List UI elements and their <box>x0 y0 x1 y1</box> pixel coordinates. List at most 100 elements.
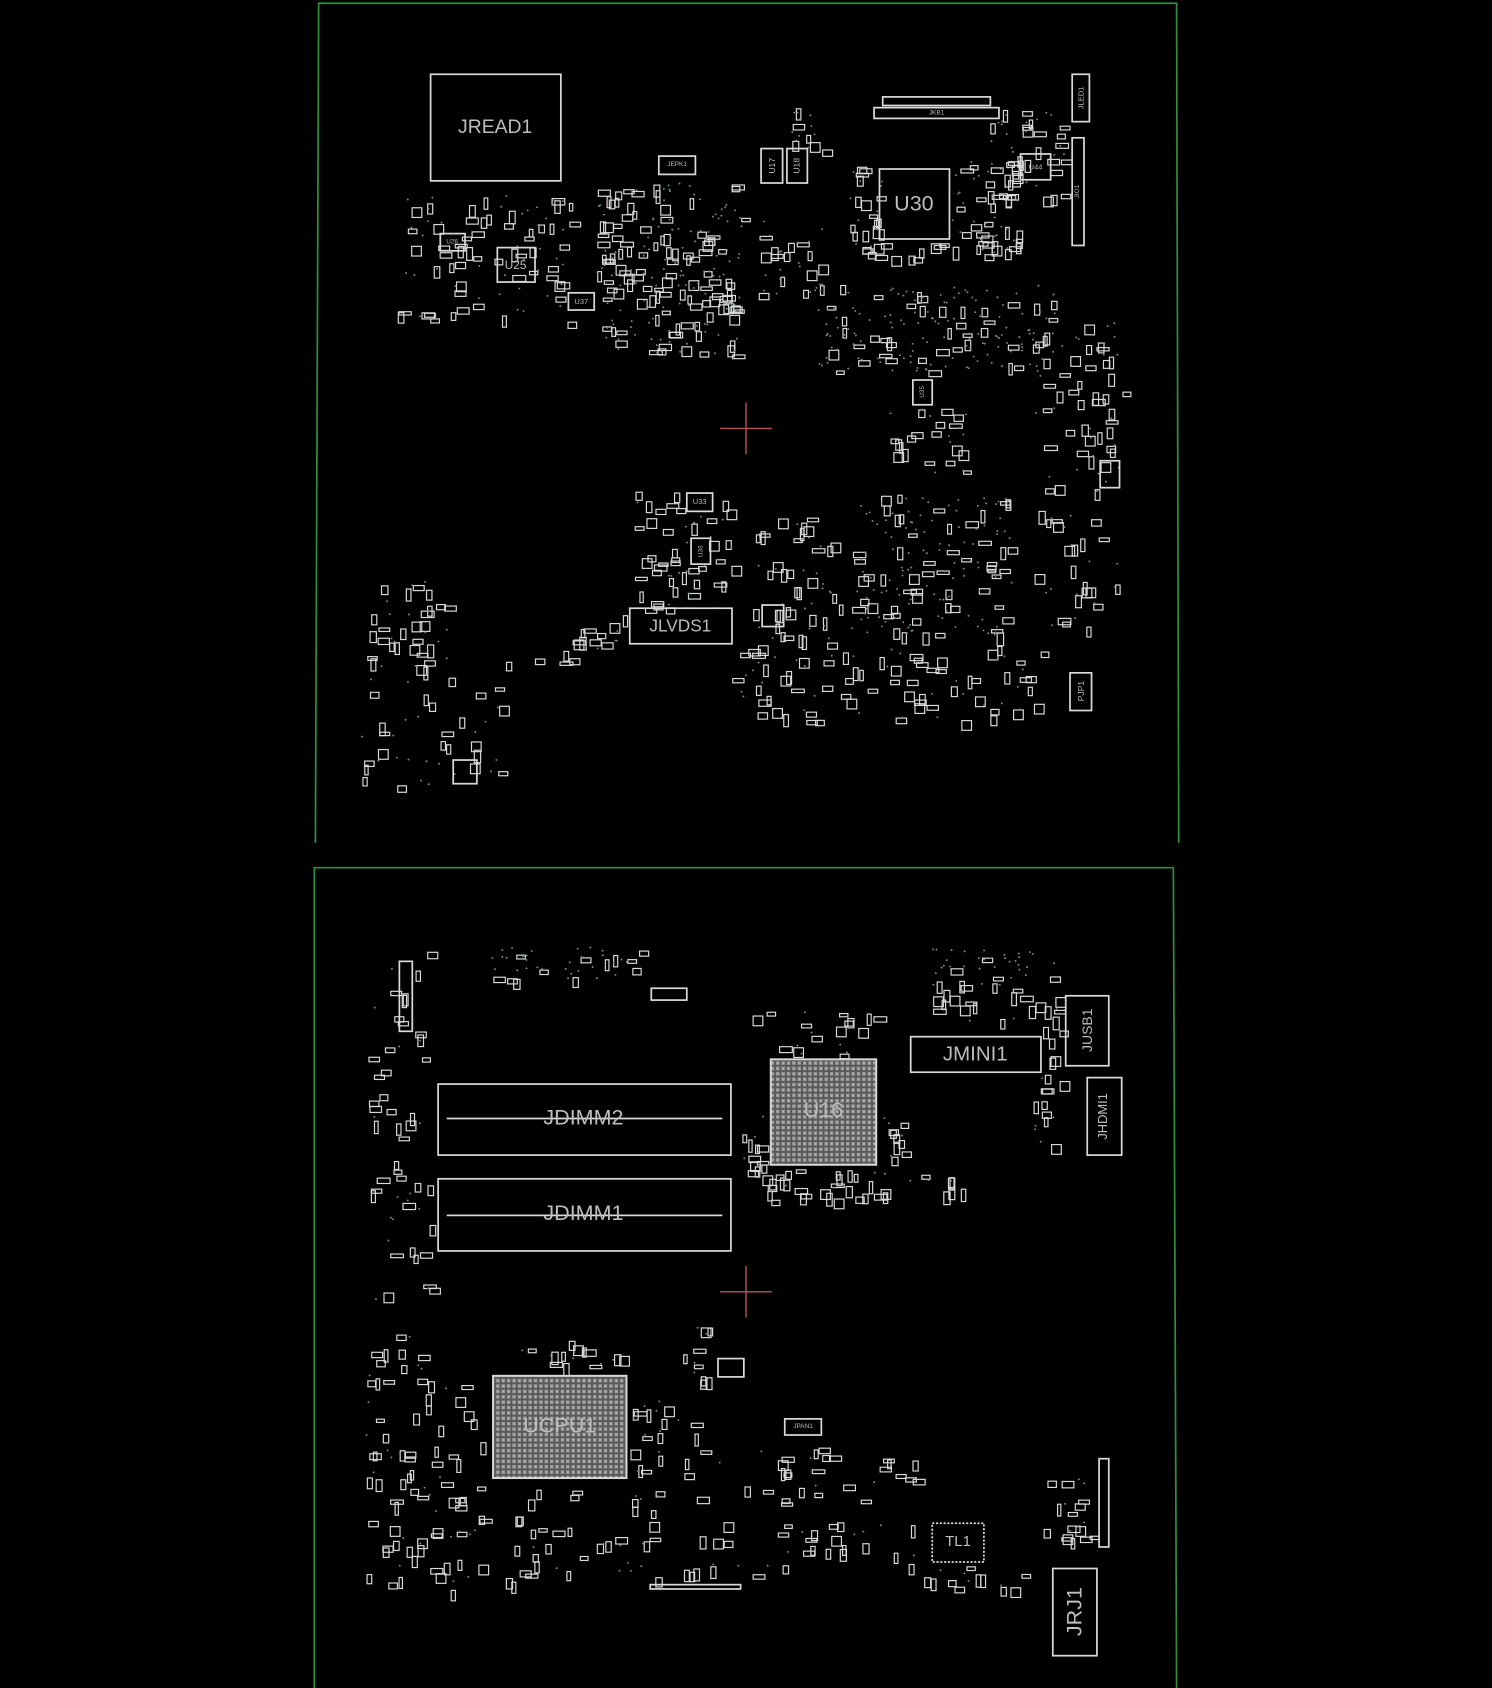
component-misc-connectors-bottom[interactable] <box>398 960 1110 1590</box>
via <box>725 204 728 206</box>
via <box>960 557 963 560</box>
smd-pad <box>918 248 925 259</box>
via <box>718 1461 721 1464</box>
smd-pad <box>443 1562 451 1576</box>
smd-pad <box>406 1473 412 1484</box>
component-jdimm2[interactable]: JDIMM2 <box>437 1083 732 1156</box>
via <box>1019 708 1022 711</box>
via <box>449 1535 452 1538</box>
component-u44[interactable]: U44 <box>1019 153 1052 181</box>
via <box>1021 346 1024 349</box>
smd-pad <box>726 282 736 290</box>
component-tl1[interactable]: TL1 <box>931 1522 985 1563</box>
component-jrj1[interactable]: JRJ1 <box>1051 1567 1098 1657</box>
smd-pad <box>665 272 678 280</box>
smd-pad <box>684 1473 696 1481</box>
smd-pad <box>1108 373 1116 387</box>
via <box>437 640 440 643</box>
via <box>819 283 821 286</box>
smd-pad <box>394 642 400 656</box>
smd-pad <box>630 1449 642 1461</box>
component-u25[interactable]: U25 <box>496 246 536 283</box>
via <box>826 361 829 364</box>
component-jepk1[interactable]: JEPK1 <box>657 155 697 176</box>
smd-pad <box>762 1489 775 1495</box>
via <box>902 357 905 360</box>
smd-pad <box>1055 142 1070 149</box>
via <box>619 1544 622 1547</box>
smd-pad <box>611 235 624 243</box>
via <box>667 574 670 577</box>
smd-pad <box>634 526 645 531</box>
via <box>962 202 965 205</box>
component-pjp1[interactable]: PJP1 <box>1069 671 1093 712</box>
via <box>857 357 860 360</box>
jio1-label: JIO1 <box>1074 184 1081 198</box>
smd-pad <box>868 214 879 219</box>
smd-pad <box>779 1046 793 1054</box>
smd-pad <box>396 1334 407 1342</box>
smd-pad <box>1108 408 1116 421</box>
via <box>970 160 973 163</box>
component-small-ic-top[interactable] <box>452 459 1121 785</box>
smd-pad <box>369 1453 382 1461</box>
component-jled1[interactable]: JLED1 <box>1071 73 1091 123</box>
component-u16[interactable]: U16 <box>769 1058 878 1166</box>
via <box>420 779 422 782</box>
smd-pad <box>828 349 840 361</box>
component-u35[interactable]: U35 <box>911 379 934 406</box>
component-jread1[interactable]: JREAD1 <box>429 73 562 182</box>
component-jmini1[interactable]: JMINI1 <box>909 1035 1042 1074</box>
smd-pad <box>835 1171 841 1181</box>
component-u18[interactable]: U18 <box>786 147 809 184</box>
component-u30[interactable]: U30 <box>878 168 951 240</box>
smd-pad <box>794 587 801 599</box>
component-jio1[interactable]: JIO1 <box>1071 136 1085 247</box>
via <box>779 277 782 280</box>
smd-pad <box>890 612 901 619</box>
component-jpan1[interactable]: JPAN1 <box>783 1418 823 1436</box>
component-u36[interactable]: U36 <box>690 537 712 565</box>
component-u37[interactable]: U37 <box>567 291 596 311</box>
component-jdimm1[interactable]: JDIMM1 <box>437 1177 732 1252</box>
component-ucpu1[interactable]: UCPU1 <box>492 1374 628 1480</box>
smd-pad <box>753 608 760 622</box>
via <box>1005 132 1008 135</box>
smd-pad <box>792 123 806 131</box>
smd-pad <box>1005 499 1011 509</box>
smd-pad <box>1100 462 1112 473</box>
smd-pad <box>758 292 770 301</box>
smd-pad <box>698 249 713 257</box>
via <box>738 253 741 256</box>
via <box>699 229 702 232</box>
via <box>367 1401 370 1404</box>
via <box>836 326 839 329</box>
component-u17[interactable]: U17 <box>760 147 784 184</box>
component-u26[interactable]: U26 <box>439 232 466 252</box>
smd-pad <box>868 1180 874 1195</box>
smd-pad <box>971 677 982 685</box>
smd-pad <box>950 605 961 614</box>
smd-pad <box>874 254 889 261</box>
component-jusb1[interactable]: JUSB1 <box>1064 994 1110 1067</box>
smd-pad <box>380 1069 392 1077</box>
smd-pad <box>827 545 834 558</box>
via <box>743 1157 746 1160</box>
smd-pad <box>519 1570 532 1578</box>
smd-pad <box>873 1193 888 1201</box>
component-jlvds1[interactable]: JLVDS1 <box>628 607 733 645</box>
via <box>813 694 816 697</box>
smd-pad <box>579 1555 589 1562</box>
smd-pad <box>1007 193 1020 201</box>
smd-pad <box>400 628 407 641</box>
via <box>707 231 710 233</box>
smd-pad <box>691 523 698 536</box>
smd-pad <box>933 244 947 250</box>
component-jkb1[interactable]: JKB1 <box>873 96 1000 120</box>
smd-pad <box>700 286 713 291</box>
via <box>793 111 796 114</box>
component-jhdmi1[interactable]: JHDMI1 <box>1086 1076 1123 1156</box>
smd-pad <box>508 210 516 225</box>
component-u33[interactable]: U33 <box>685 492 714 513</box>
